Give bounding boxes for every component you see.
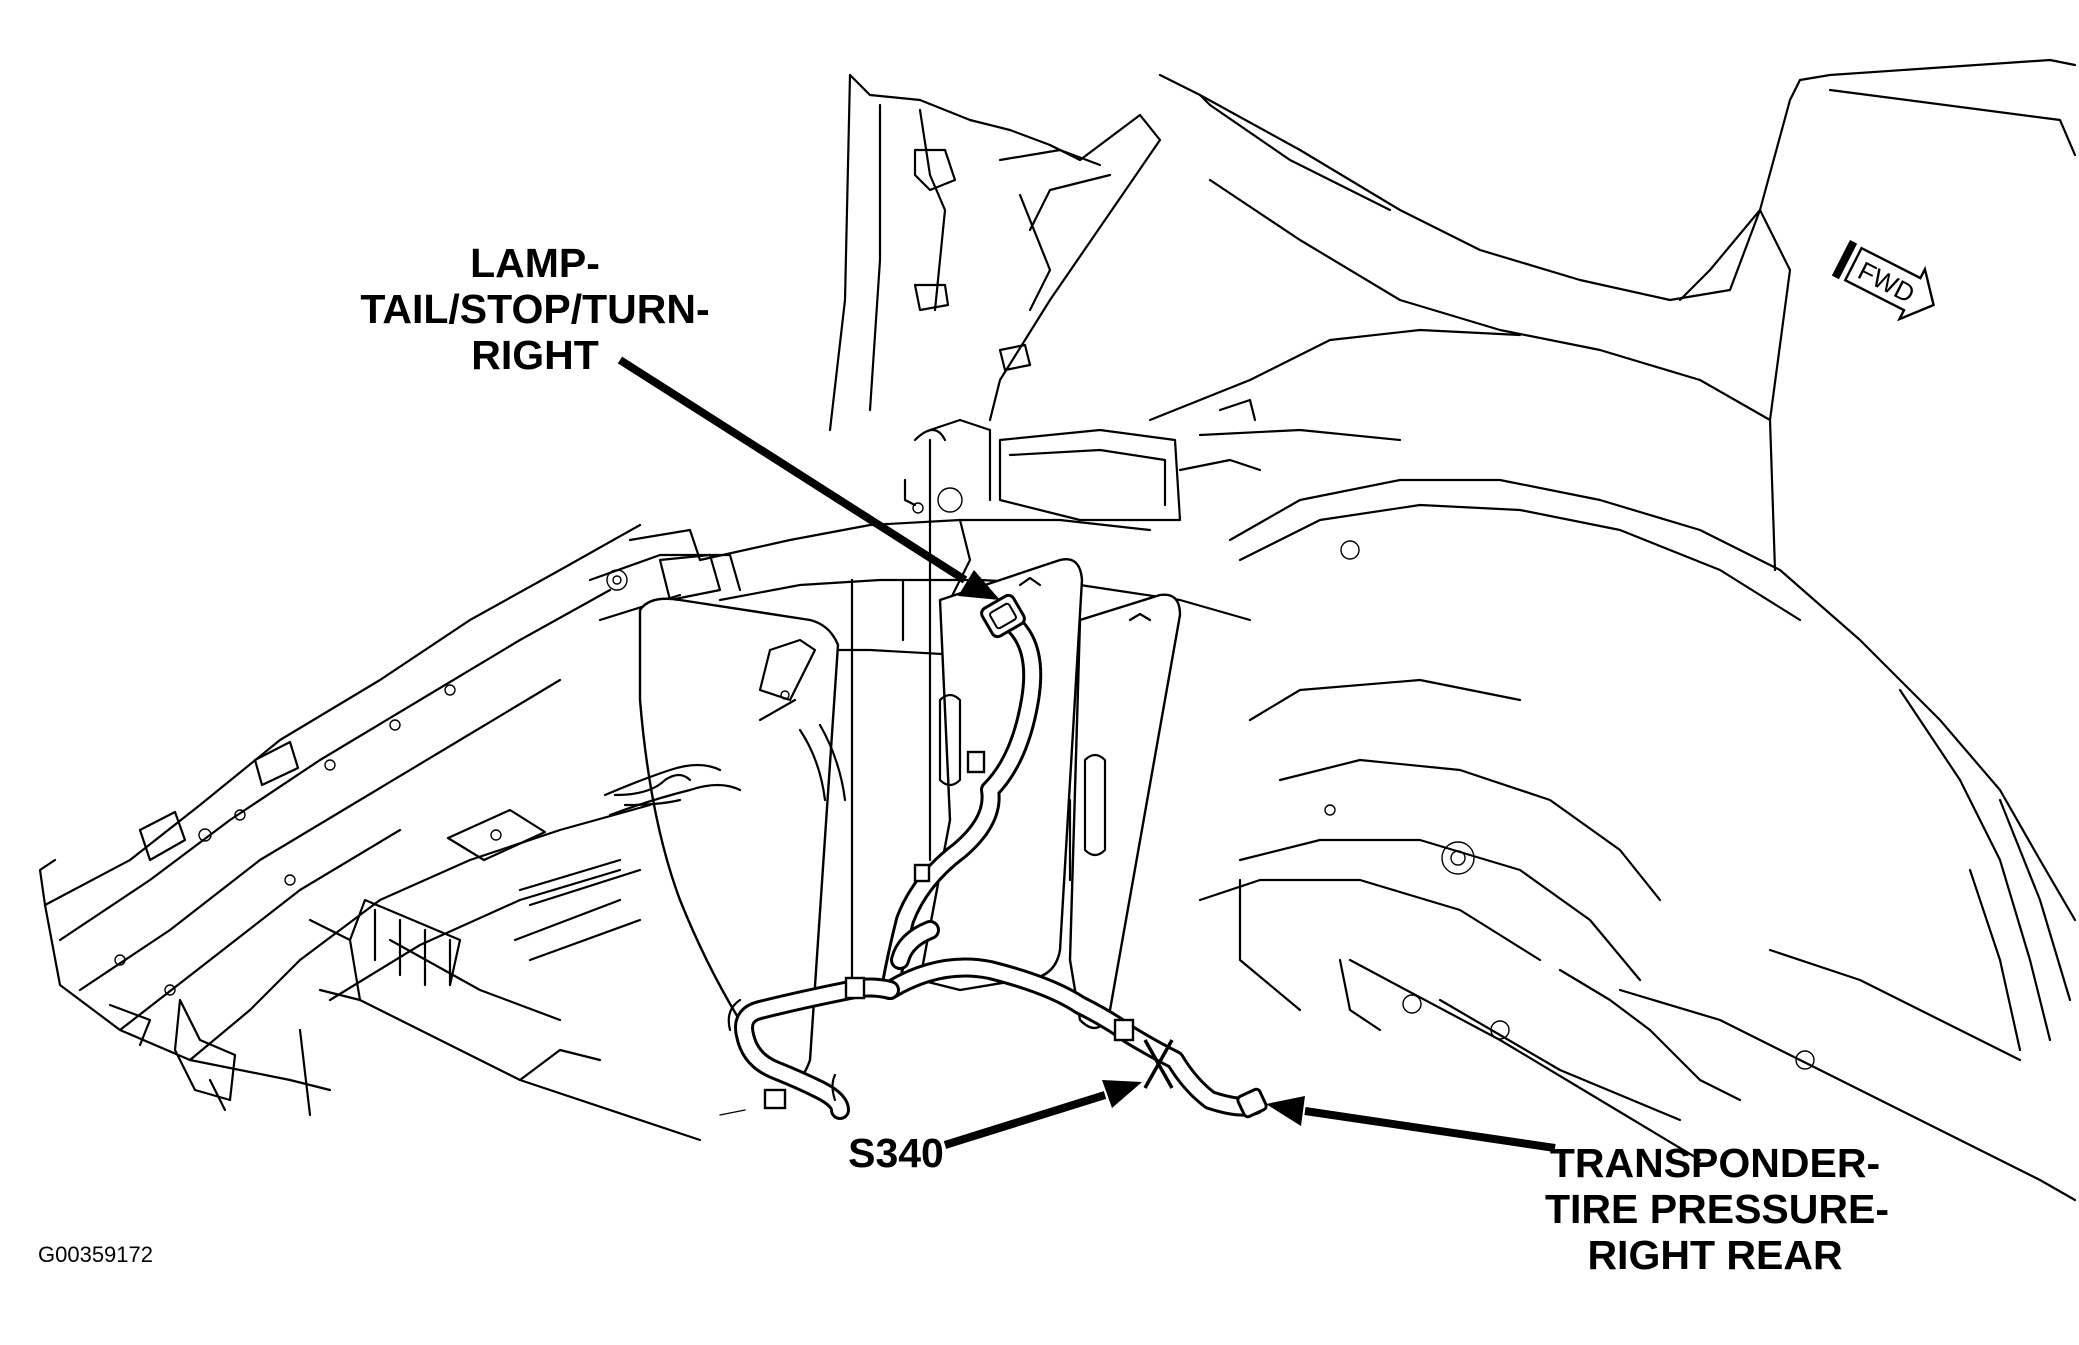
transponder-callout-line-1: TRANSPONDER- [1549, 1140, 1881, 1186]
forward-arrow-icon: FWD [1831, 240, 1935, 322]
splice-leader-line [943, 1091, 1107, 1149]
s340-splice-callout: S340 [846, 1130, 946, 1176]
transponder-tire-pressure-callout: TRANSPONDER- TIRE PRESSURE- RIGHT REAR [1545, 1140, 1889, 1278]
splice-arrowhead-icon [1102, 1080, 1142, 1108]
splice-label: S340 [848, 1130, 944, 1176]
upper-quarter-panel [1148, 58, 2077, 572]
left-frame-rail [38, 523, 642, 1117]
figure-id: G00359172 [38, 1242, 153, 1267]
c-pillar [828, 73, 1162, 432]
lamp-callout-line-2: TAIL/STOP/TURN- [360, 286, 710, 332]
transponder-arrowhead-icon [1266, 1096, 1305, 1126]
callout-arrows [617, 356, 1556, 1152]
lamp-callout-line-3: RIGHT [471, 332, 599, 378]
transponder-callout-line-3: RIGHT REAR [1587, 1232, 1843, 1278]
lamp-arrowhead-icon [958, 570, 1000, 600]
rear-floor-pan [298, 803, 702, 1142]
lamp-callout-line-1: LAMP- [470, 240, 600, 286]
panel-fasteners [603, 428, 1152, 982]
transponder-leader-line [1304, 1107, 1556, 1152]
right-wheelhouse [1198, 478, 2077, 1202]
wiring-harness [613, 593, 1268, 1120]
transponder-callout-line-2: TIRE PRESSURE- [1545, 1186, 1889, 1232]
lamp-leader-line [617, 356, 968, 584]
lamp-tail-stop-turn-right-callout: LAMP- TAIL/STOP/TURN- RIGHT [355, 240, 715, 378]
